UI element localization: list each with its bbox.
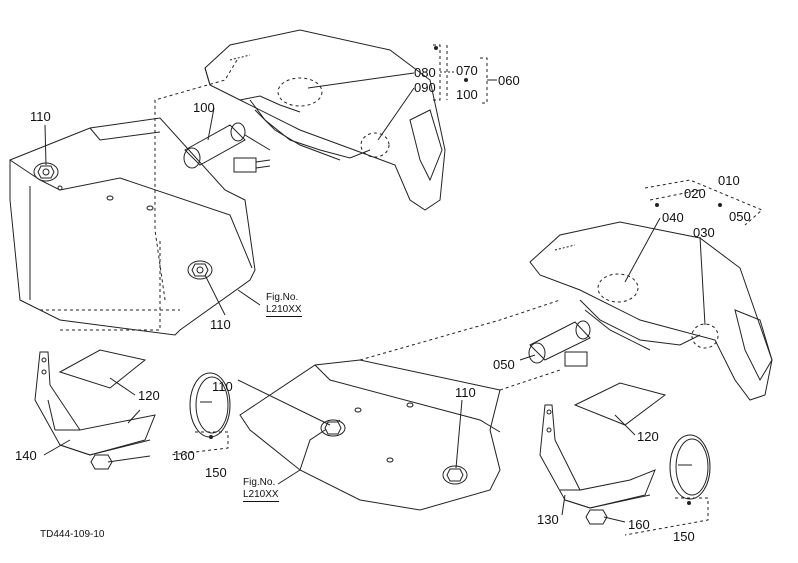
label-030: 030 bbox=[693, 225, 715, 240]
label-080: 080 bbox=[414, 65, 436, 80]
leader-lines bbox=[43, 72, 706, 523]
label-110: 110 bbox=[455, 385, 476, 400]
nut-110-a bbox=[37, 165, 55, 179]
right-bracket-130 bbox=[539, 404, 656, 509]
figure-ref-title: Fig.No. bbox=[266, 292, 299, 303]
label-150: 150 bbox=[205, 465, 227, 480]
nut-110-b bbox=[191, 263, 209, 277]
drawing-code: TD444-109-10 bbox=[40, 529, 105, 540]
label-120: 120 bbox=[138, 388, 160, 403]
center-mount-plate bbox=[239, 359, 501, 511]
label-110: 110 bbox=[212, 379, 233, 394]
group-brackets bbox=[433, 44, 763, 226]
left-nut-160 bbox=[90, 454, 113, 470]
label-020: 020 bbox=[684, 186, 706, 201]
label-070: 070 bbox=[456, 63, 478, 78]
left-bracket-140 bbox=[34, 351, 156, 456]
label-010: 010 bbox=[718, 173, 740, 188]
right-reflector-150 bbox=[624, 434, 711, 536]
center-dashed bbox=[359, 299, 561, 391]
left-lamp-housing bbox=[204, 29, 446, 211]
label-110: 110 bbox=[30, 109, 51, 124]
nut-110-d bbox=[446, 468, 464, 482]
left-mount-plate bbox=[9, 117, 256, 336]
figure-ref-number: L210XX bbox=[266, 304, 302, 317]
right-plate-120 bbox=[573, 382, 667, 426]
figure-reference: Fig.No. L210XX bbox=[266, 292, 302, 317]
figure-ref-number: L210XX bbox=[243, 489, 279, 502]
label-160: 160 bbox=[628, 517, 650, 532]
label-150: 150 bbox=[673, 529, 695, 544]
right-nut-160 bbox=[585, 509, 608, 525]
label-120: 120 bbox=[637, 429, 659, 444]
figure-ref-title: Fig.No. bbox=[243, 477, 276, 488]
right-lamp-housing bbox=[529, 221, 773, 401]
label-040: 040 bbox=[662, 210, 684, 225]
label-140: 140 bbox=[15, 448, 37, 463]
label-100: 100 bbox=[456, 87, 478, 102]
left-reflector-150 bbox=[169, 372, 231, 456]
right-wiring bbox=[564, 299, 701, 367]
label-060: 060 bbox=[498, 73, 520, 88]
label-100: 100 bbox=[193, 100, 215, 115]
right-dashed-callouts bbox=[597, 273, 719, 349]
left-bulb-100 bbox=[183, 122, 246, 169]
left-plate-120 bbox=[58, 349, 147, 389]
label-130: 130 bbox=[537, 512, 559, 527]
label-090: 090 bbox=[414, 80, 436, 95]
left-dashed-callouts bbox=[40, 59, 390, 331]
right-bulb-050 bbox=[528, 320, 591, 364]
label-050: 050 bbox=[493, 357, 515, 372]
left-wiring bbox=[233, 99, 371, 173]
label-110: 110 bbox=[210, 317, 231, 332]
label-050: 050 bbox=[729, 209, 751, 224]
figure-reference: Fig.No. L210XX bbox=[243, 477, 279, 502]
label-160: 160 bbox=[173, 448, 195, 463]
